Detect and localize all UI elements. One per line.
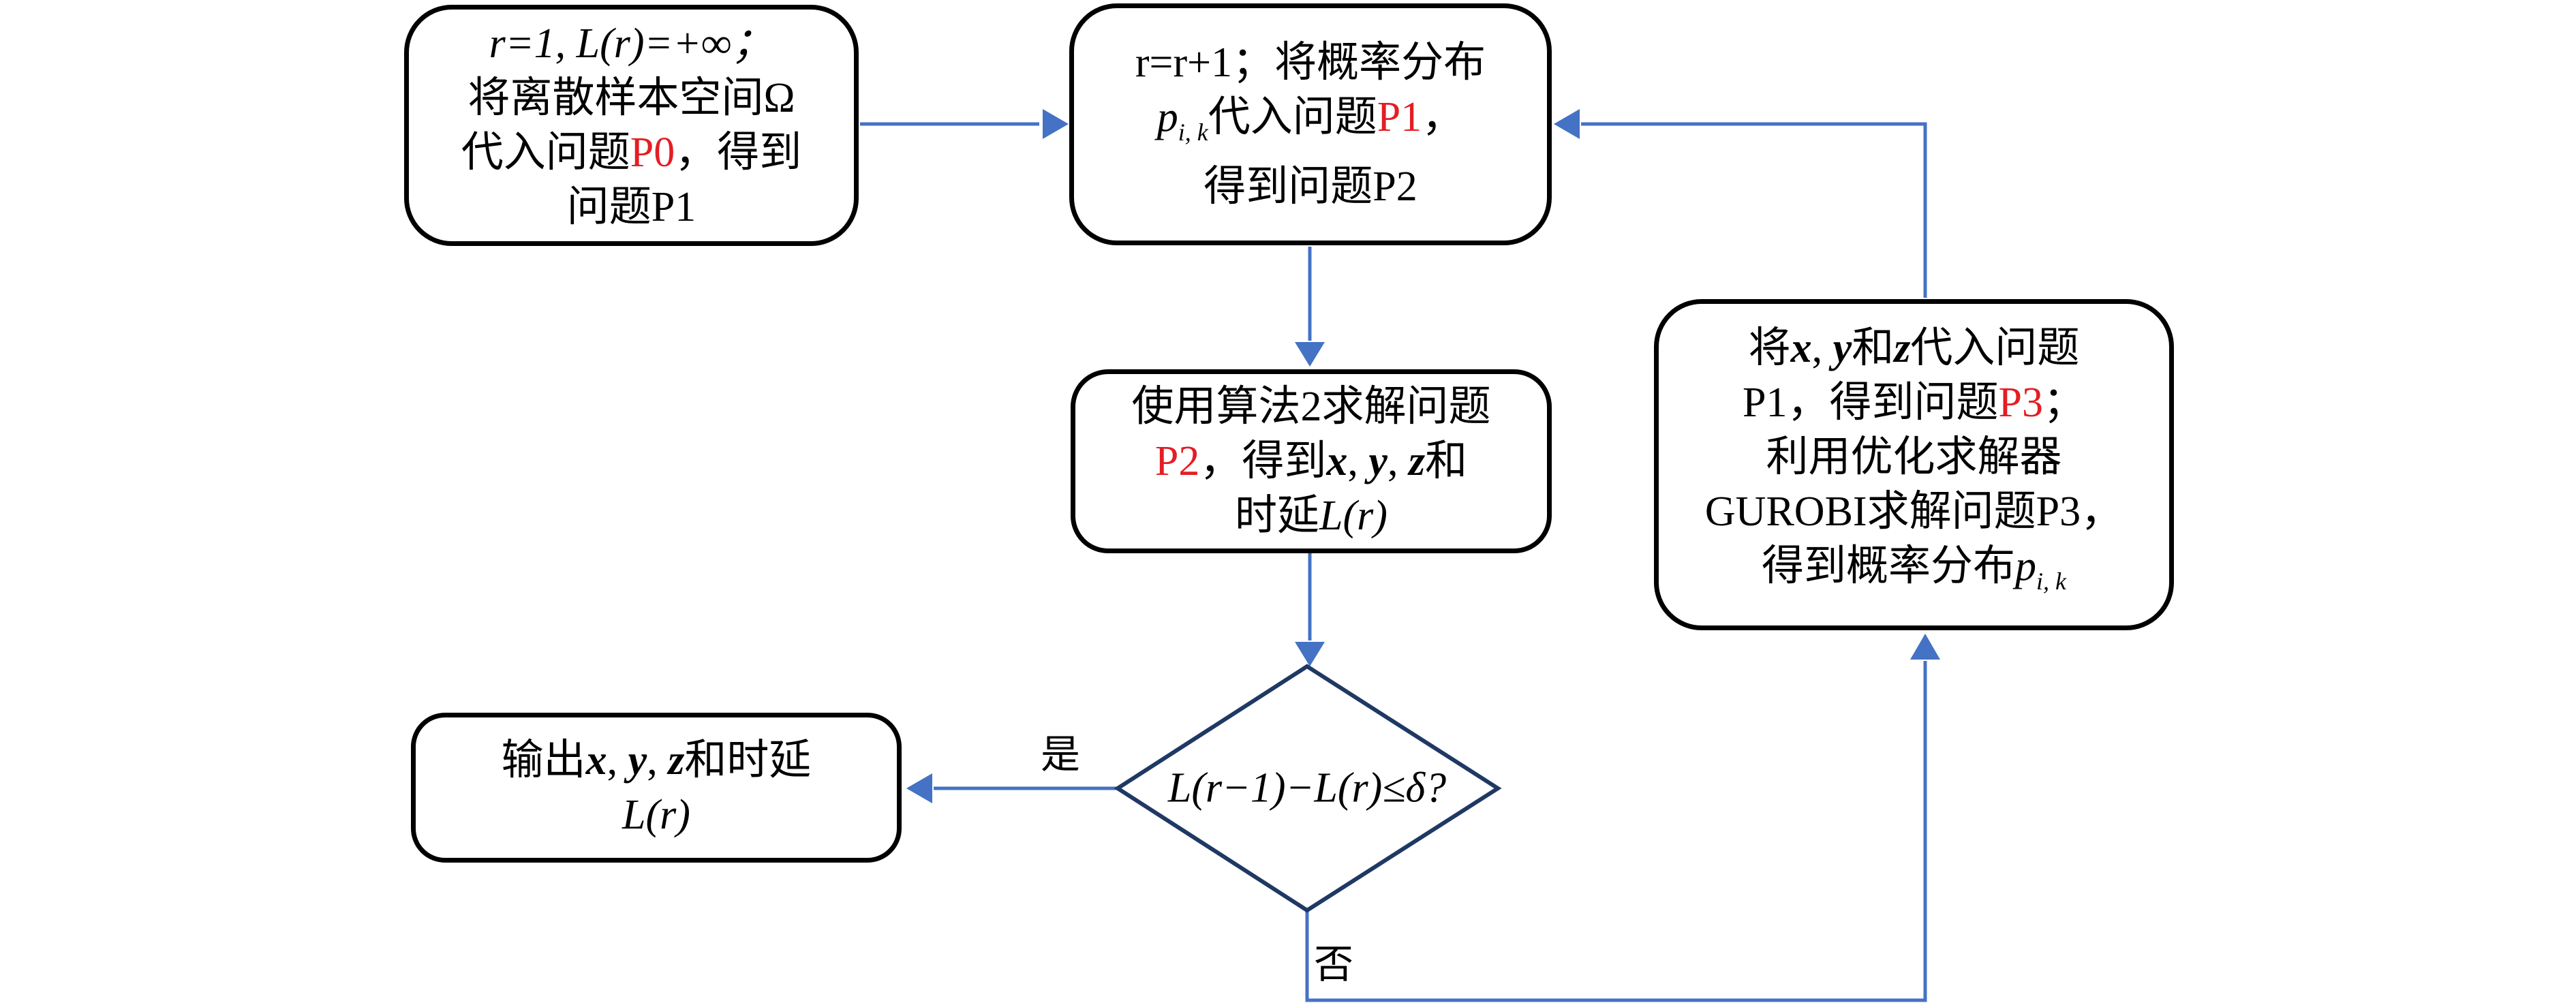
g-l1b: 代入问题 xyxy=(1910,325,2080,371)
o-l2: L(r) xyxy=(622,792,690,838)
edge-gurobi-to-update xyxy=(1581,122,1927,298)
init-line3b: ，得到 xyxy=(675,129,802,176)
g-l2b: ； xyxy=(2042,380,2085,426)
update-line2b: ， xyxy=(1422,93,1465,140)
arrowhead-update-left xyxy=(1043,109,1069,139)
var-y: y xyxy=(628,737,647,784)
arrowhead-decision-top xyxy=(1295,642,1325,666)
update-line1: r=r+1；将概率分布 xyxy=(1135,39,1486,86)
sep: , xyxy=(607,737,628,784)
var-z: z xyxy=(1408,438,1426,484)
arrowhead-update-right xyxy=(1554,109,1580,139)
node-gurobi: 将x, y和z代入问题 P1，得到问题P3； 利用优化求解器 GUROBI求解问… xyxy=(1654,299,2174,630)
sep: , xyxy=(1387,438,1409,484)
g-l1a: 将 xyxy=(1748,325,1791,371)
g-var-sub: i, k xyxy=(2036,568,2066,595)
var-y: y xyxy=(1833,325,1852,371)
problem-p2: P2 xyxy=(1154,438,1200,484)
decision-condition: L(r−1)−L(r)≤δ? xyxy=(1167,764,1447,811)
solve-line1: 使用算法2求解问题 xyxy=(1131,384,1491,430)
var-x: x xyxy=(585,737,607,784)
arrowhead-solve-top xyxy=(1295,342,1325,367)
init-line4: 问题P1 xyxy=(566,184,696,230)
sep: , xyxy=(1347,438,1369,484)
problem-p1: P1 xyxy=(1377,93,1422,140)
g-l2a: P1，得到问题 xyxy=(1743,380,1999,426)
g-var-p: p xyxy=(2015,543,2037,589)
arrowhead-output-right xyxy=(906,773,932,803)
node-solve: 使用算法2求解问题 P2，得到x, y, z和 时延L(r) xyxy=(1071,369,1552,553)
var-z: z xyxy=(1894,325,1911,371)
problem-p3: P3 xyxy=(1998,380,2043,426)
latency-L: L(r) xyxy=(1319,493,1387,539)
g-l5a: 得到概率分布 xyxy=(1762,543,2016,589)
yes-label: 是 xyxy=(1041,732,1081,777)
solve-line2b: 和 xyxy=(1425,438,1468,484)
init-line2: 将离散样本空间Ω xyxy=(467,75,795,121)
g-and: 和 xyxy=(1852,325,1895,371)
var-x: x xyxy=(1326,438,1348,484)
update-var-p: p xyxy=(1156,93,1178,140)
init-line3a: 代入问题 xyxy=(461,129,630,176)
solve-line2a: ，得到 xyxy=(1199,438,1327,484)
sep: , xyxy=(1811,325,1833,371)
sep: , xyxy=(647,737,669,784)
no-label: 否 xyxy=(1314,942,1354,987)
node-update: r=r+1；将概率分布 pi, k代入问题P1， 得到问题P2 xyxy=(1069,3,1552,245)
update-line3: 得到问题P2 xyxy=(1203,163,1417,210)
problem-p0: P0 xyxy=(630,129,675,176)
solve-line3a: 时延 xyxy=(1235,493,1320,539)
g-l4: GUROBI求解问题P3， xyxy=(1704,489,2123,535)
o-l1a: 输出 xyxy=(501,737,586,784)
init-formula: r=1, L(r)=+∞； xyxy=(489,20,774,67)
var-y: y xyxy=(1368,438,1387,484)
update-var-sub: i, k xyxy=(1178,118,1208,146)
edge-decision-no xyxy=(1305,661,1927,1002)
var-x: x xyxy=(1790,325,1812,371)
decision-diamond xyxy=(1114,664,1502,913)
g-l3: 利用优化求解器 xyxy=(1766,434,2062,480)
var-z: z xyxy=(668,737,685,784)
node-init: r=1, L(r)=+∞； 将离散样本空间Ω 代入问题P0，得到 问题P1 xyxy=(404,5,859,246)
arrowhead-gurobi-bottom xyxy=(1910,634,1940,660)
node-output: 输出x, y, z和时延 L(r) xyxy=(411,713,902,863)
update-line2a: 代入问题 xyxy=(1208,93,1377,140)
o-l1b: 和时延 xyxy=(684,737,812,784)
